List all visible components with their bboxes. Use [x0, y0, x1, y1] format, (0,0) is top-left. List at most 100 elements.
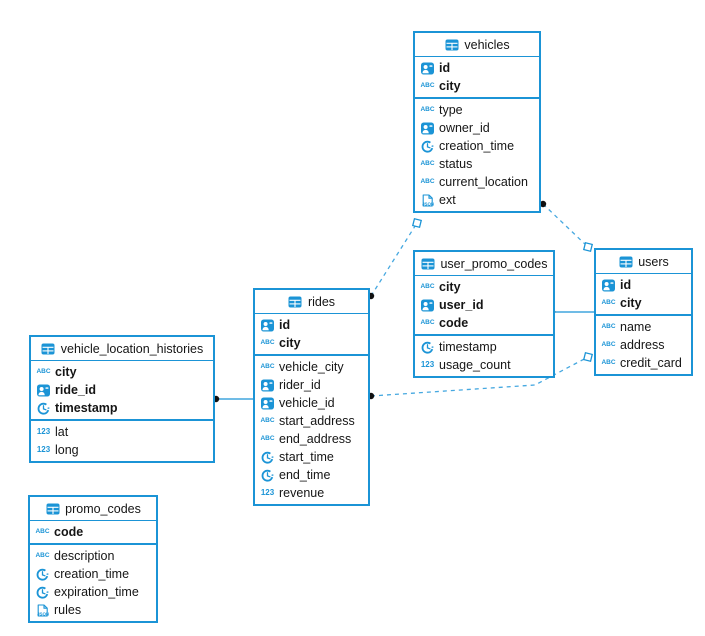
- table-icon: [420, 258, 435, 270]
- string-icon: ABC: [36, 367, 51, 375]
- json-icon: JSON: [420, 193, 435, 207]
- string-icon: ABC: [420, 159, 435, 167]
- string-icon: ABC: [601, 358, 616, 366]
- table-header-users[interactable]: users: [596, 250, 691, 274]
- column-vehicles-creation_time[interactable]: creation_time: [415, 137, 539, 155]
- table-header-user_promo_codes[interactable]: user_promo_codes: [415, 252, 553, 276]
- column-name: city: [439, 79, 461, 93]
- column-name: city: [55, 365, 77, 379]
- column-vehicle_location_histories-city[interactable]: ABC city: [31, 363, 213, 381]
- column-name: user_id: [439, 298, 484, 312]
- column-vehicles-city[interactable]: ABC city: [415, 77, 539, 95]
- uuid-icon: [420, 299, 435, 312]
- column-rides-id[interactable]: id: [255, 316, 368, 334]
- column-name: id: [439, 61, 451, 75]
- string-icon: ABC: [420, 318, 435, 326]
- column-user_promo_codes-timestamp[interactable]: timestamp: [415, 338, 553, 356]
- column-name: creation_time: [439, 139, 515, 153]
- string-icon: ABC: [260, 338, 275, 346]
- column-rides-start_time[interactable]: start_time: [255, 448, 368, 466]
- timestamp-icon: [35, 586, 50, 599]
- column-name: start_time: [279, 450, 334, 464]
- table-title: user_promo_codes: [440, 256, 548, 271]
- number-icon: 123: [260, 488, 275, 497]
- column-rides-end_address[interactable]: ABC end_address: [255, 430, 368, 448]
- svg-text:JSON: JSON: [422, 201, 434, 206]
- timestamp-icon: [420, 140, 435, 153]
- column-rides-rider_id[interactable]: rider_id: [255, 376, 368, 394]
- column-vehicles-owner_id[interactable]: owner_id: [415, 119, 539, 137]
- column-users-id[interactable]: id: [596, 276, 691, 294]
- column-name: vehicle_city: [279, 360, 344, 374]
- number-icon: 123: [36, 445, 51, 454]
- column-rides-end_time[interactable]: end_time: [255, 466, 368, 484]
- column-name: revenue: [279, 486, 325, 500]
- table-icon: [41, 343, 56, 355]
- column-name: owner_id: [439, 121, 490, 135]
- string-icon: ABC: [420, 282, 435, 290]
- column-name: timestamp: [439, 340, 497, 354]
- uuid-icon: [420, 122, 435, 135]
- table-header-rides[interactable]: rides: [255, 290, 368, 314]
- column-name: credit_card: [620, 356, 682, 370]
- column-vehicles-id[interactable]: id: [415, 59, 539, 77]
- table-title: rides: [307, 294, 336, 309]
- string-icon: ABC: [601, 340, 616, 348]
- table-header-promo_codes[interactable]: promo_codes: [30, 497, 156, 521]
- column-promo_codes-creation_time[interactable]: creation_time: [30, 565, 156, 583]
- string-icon: ABC: [420, 105, 435, 113]
- column-rides-vehicle_id[interactable]: vehicle_id: [255, 394, 368, 412]
- string-icon: ABC: [420, 81, 435, 89]
- string-icon: ABC: [601, 322, 616, 330]
- column-rides-revenue[interactable]: 123 revenue: [255, 484, 368, 502]
- table-header-vehicle_location_histories[interactable]: vehicle_location_histories: [31, 337, 213, 361]
- uuid-icon: [260, 397, 275, 410]
- column-name: vehicle_id: [279, 396, 335, 410]
- timestamp-icon: [420, 341, 435, 354]
- column-promo_codes-expiration_time[interactable]: expiration_time: [30, 583, 156, 601]
- column-users-credit_card[interactable]: ABC credit_card: [596, 354, 691, 372]
- key-columns-section: ABC city ride_id timestamp: [31, 361, 213, 421]
- column-user_promo_codes-user_id[interactable]: user_id: [415, 296, 553, 314]
- column-name: type: [439, 103, 463, 117]
- relationship-line-vehicles-users: [542, 203, 589, 248]
- table-icon: [45, 503, 60, 515]
- svg-text:JSON: JSON: [37, 611, 49, 616]
- one-side-marker-rides-users: [582, 351, 594, 363]
- column-name: timestamp: [55, 401, 118, 415]
- timestamp-icon: [36, 402, 51, 415]
- string-icon: ABC: [420, 177, 435, 185]
- column-name: end_address: [279, 432, 352, 446]
- column-vehicle_location_histories-timestamp[interactable]: timestamp: [31, 399, 213, 417]
- column-vehicles-type[interactable]: ABC type: [415, 101, 539, 119]
- string-icon: ABC: [260, 434, 275, 442]
- column-vehicle_location_histories-ride_id[interactable]: ride_id: [31, 381, 213, 399]
- table-header-vehicles[interactable]: vehicles: [415, 33, 539, 57]
